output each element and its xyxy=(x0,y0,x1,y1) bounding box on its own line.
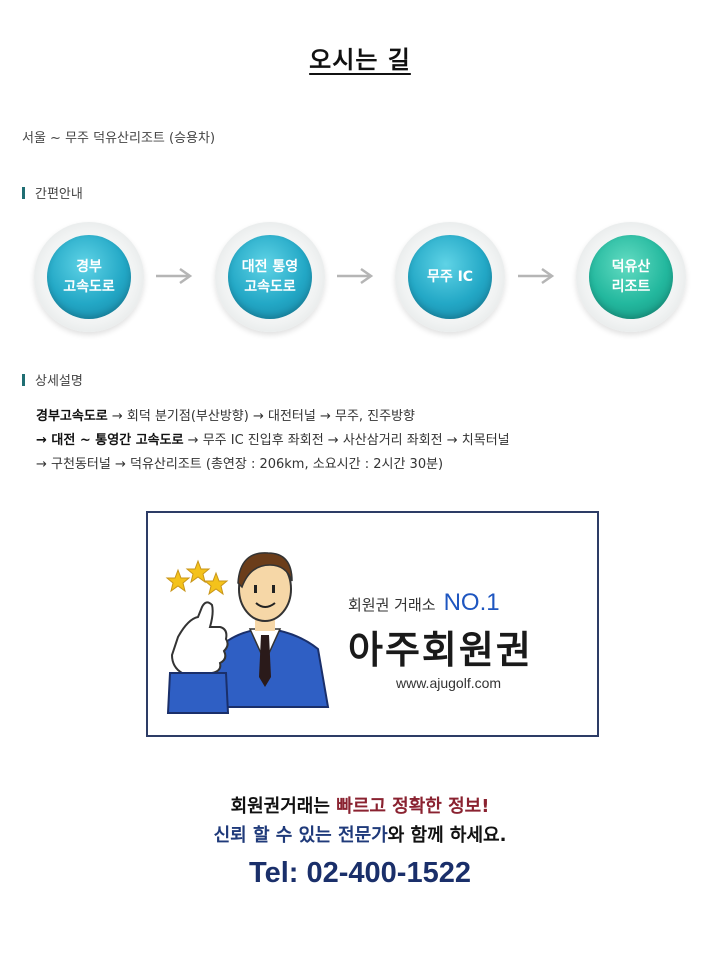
detail-highway: → 대전 ~ 통영간 고속도로 xyxy=(36,433,184,448)
section-simple-guide: 간편안내 xyxy=(22,183,83,202)
step-line1: 덕유산 xyxy=(611,259,651,275)
footer-line-2: 신뢰 할 수 있는 전문가와 함께 하세요. xyxy=(0,821,720,851)
section-detail-guide: 상세설명 xyxy=(22,370,83,389)
arrow-right-icon xyxy=(518,267,555,285)
step-circle: 무주 IC xyxy=(408,235,492,319)
step-line1: 경부 xyxy=(76,259,102,275)
step-line2: 리조트 xyxy=(611,279,651,295)
step-line2: 고속도로 xyxy=(244,279,296,295)
section-bar-icon xyxy=(22,186,25,199)
footer-highlight: 신뢰 할 수 있는 전문가 xyxy=(213,825,388,846)
section-bar-icon xyxy=(22,373,25,386)
page-title-text: 오시는 길 xyxy=(309,46,411,74)
detail-line: → 대전 ~ 통영간 고속도로 → 무주 IC 진입후 좌회전 → 사산삼거리 … xyxy=(36,429,706,453)
arrow-right-icon xyxy=(156,267,193,285)
footer-line-1: 회원권거래는 빠르고 정확한 정보! xyxy=(0,793,720,821)
detail-text: → 구천동터널 → 덕유산리조트 (총연장 : 206km, 소요시간 : 2시… xyxy=(36,457,444,472)
banner-company-name: 아주회원권 xyxy=(348,628,533,672)
step-line1: 대전 통영 xyxy=(241,259,299,275)
footer-highlight: 빠르고 정확한 정보! xyxy=(336,796,490,817)
ad-banner[interactable]: 회원권 거래소 NO.1 아주회원권 www.ajugolf.com xyxy=(146,511,599,737)
step-line2: 고속도로 xyxy=(63,279,115,295)
detail-text: → 회덕 분기점(부산방향) → 대전터널 → 무주, 진주방향 xyxy=(107,409,416,424)
thumbs-up-man-icon xyxy=(165,552,330,714)
section-detail-label: 상세설명 xyxy=(35,374,83,389)
route-title: 서울 ~ 무주 덕유산리조트 (승용차) xyxy=(22,131,216,146)
detail-line: → 구천동터널 → 덕유산리조트 (총연장 : 206km, 소요시간 : 2시… xyxy=(36,453,706,477)
section-simple-label: 간편안내 xyxy=(35,187,83,202)
arrow-right-icon xyxy=(337,267,374,285)
footer-text: 와 함께 하세요. xyxy=(387,825,507,846)
footer-telephone[interactable]: Tel: 02-400-1522 xyxy=(249,857,471,889)
step-muju-ic: 무주 IC xyxy=(395,222,505,332)
footer-contact: 회원권거래는 빠르고 정확한 정보! 신뢰 할 수 있는 전문가와 함께 하세요… xyxy=(0,793,720,893)
footer-text: 회원권거래는 xyxy=(230,796,337,817)
detail-text: → 무주 IC 진입후 좌회전 → 사산삼거리 좌회전 → 치목터널 xyxy=(183,433,510,448)
banner-rank: NO.1 xyxy=(443,589,500,616)
detail-description: 경부고속도로 → 회덕 분기점(부산방향) → 대전터널 → 무주, 진주방향 … xyxy=(36,405,706,477)
detail-line: 경부고속도로 → 회덕 분기점(부산방향) → 대전터널 → 무주, 진주방향 xyxy=(36,405,706,429)
step-line1: 무주 IC xyxy=(426,269,474,285)
banner-subtitle-text: 회원권 거래소 xyxy=(348,596,436,614)
detail-highway: 경부고속도로 xyxy=(36,409,108,424)
banner-url[interactable]: www.ajugolf.com xyxy=(396,675,502,691)
page-title: 오시는 길 xyxy=(0,40,720,75)
banner-subtitle: 회원권 거래소 NO.1 xyxy=(348,589,500,617)
